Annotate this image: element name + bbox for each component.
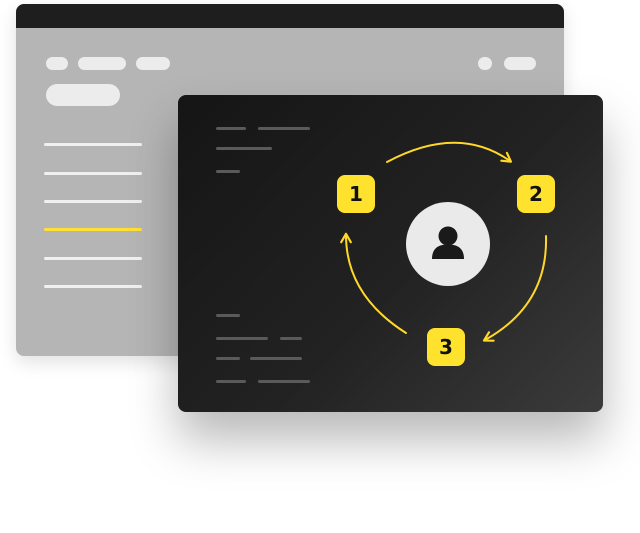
primary-button-placeholder[interactable] [46,84,120,106]
arrow-step3-to-step1 [340,232,407,334]
text-placeholder [216,314,240,317]
text-placeholder [258,127,310,130]
sidebar-item[interactable] [44,143,142,146]
text-placeholder [216,337,268,340]
text-placeholder [280,337,302,340]
foreground-app-window: 1 2 3 [178,95,603,412]
sidebar-item-active[interactable] [44,228,142,231]
arrow-step1-to-step2 [386,141,513,163]
text-placeholder [216,170,240,173]
step-2-badge: 2 [517,175,555,213]
sidebar-item[interactable] [44,257,142,260]
text-placeholder [216,380,246,383]
cycle-arrows [340,141,548,342]
sidebar-item[interactable] [44,172,142,175]
toolbar-placeholder[interactable] [78,57,126,70]
arrow-step2-to-step3 [482,235,548,342]
text-placeholder [250,357,302,360]
toolbar-placeholder[interactable] [136,57,170,70]
step-3-badge: 3 [427,328,465,366]
text-placeholder [216,357,240,360]
sidebar-item[interactable] [44,285,142,288]
text-placeholder [258,380,310,383]
user-avatar [406,202,490,286]
step-1-badge: 1 [337,175,375,213]
toolbar-placeholder[interactable] [46,57,68,70]
sidebar-item[interactable] [44,200,142,203]
toolbar-placeholder[interactable] [504,57,536,70]
window-titlebar [16,4,564,28]
user-icon [432,226,464,259]
text-placeholder [216,147,272,150]
toolbar-dot-placeholder[interactable] [478,57,492,70]
text-placeholder [216,127,246,130]
